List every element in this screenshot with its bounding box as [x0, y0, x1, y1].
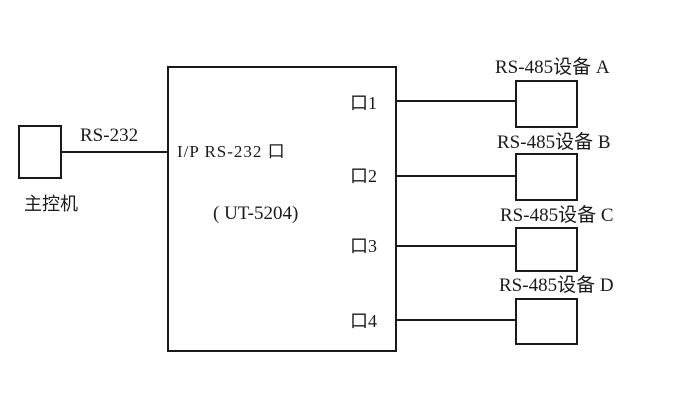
device-label-b: RS-485设备 B [497, 131, 611, 153]
device-label-c: RS-485设备 C [500, 204, 614, 226]
host-box [18, 125, 62, 179]
device-box-a [515, 80, 578, 128]
link-label: RS-232 [80, 125, 138, 146]
device-box-d [515, 298, 578, 345]
converter-input-label: I/P RS-232 口 [177, 142, 286, 161]
device-box-c [515, 227, 578, 272]
converter-box [167, 66, 397, 352]
port-label-4: 口4 [350, 311, 377, 331]
device-box-b [515, 153, 578, 201]
port-label-1: 口1 [350, 93, 377, 113]
device-label-d: RS-485设备 D [499, 274, 614, 296]
device-label-a: RS-485设备 A [495, 56, 610, 78]
converter-model: ( UT-5204) [213, 203, 298, 224]
port-label-3: 口3 [350, 236, 377, 256]
host-label: 主控机 [24, 194, 78, 215]
port-label-2: 口2 [350, 166, 377, 186]
